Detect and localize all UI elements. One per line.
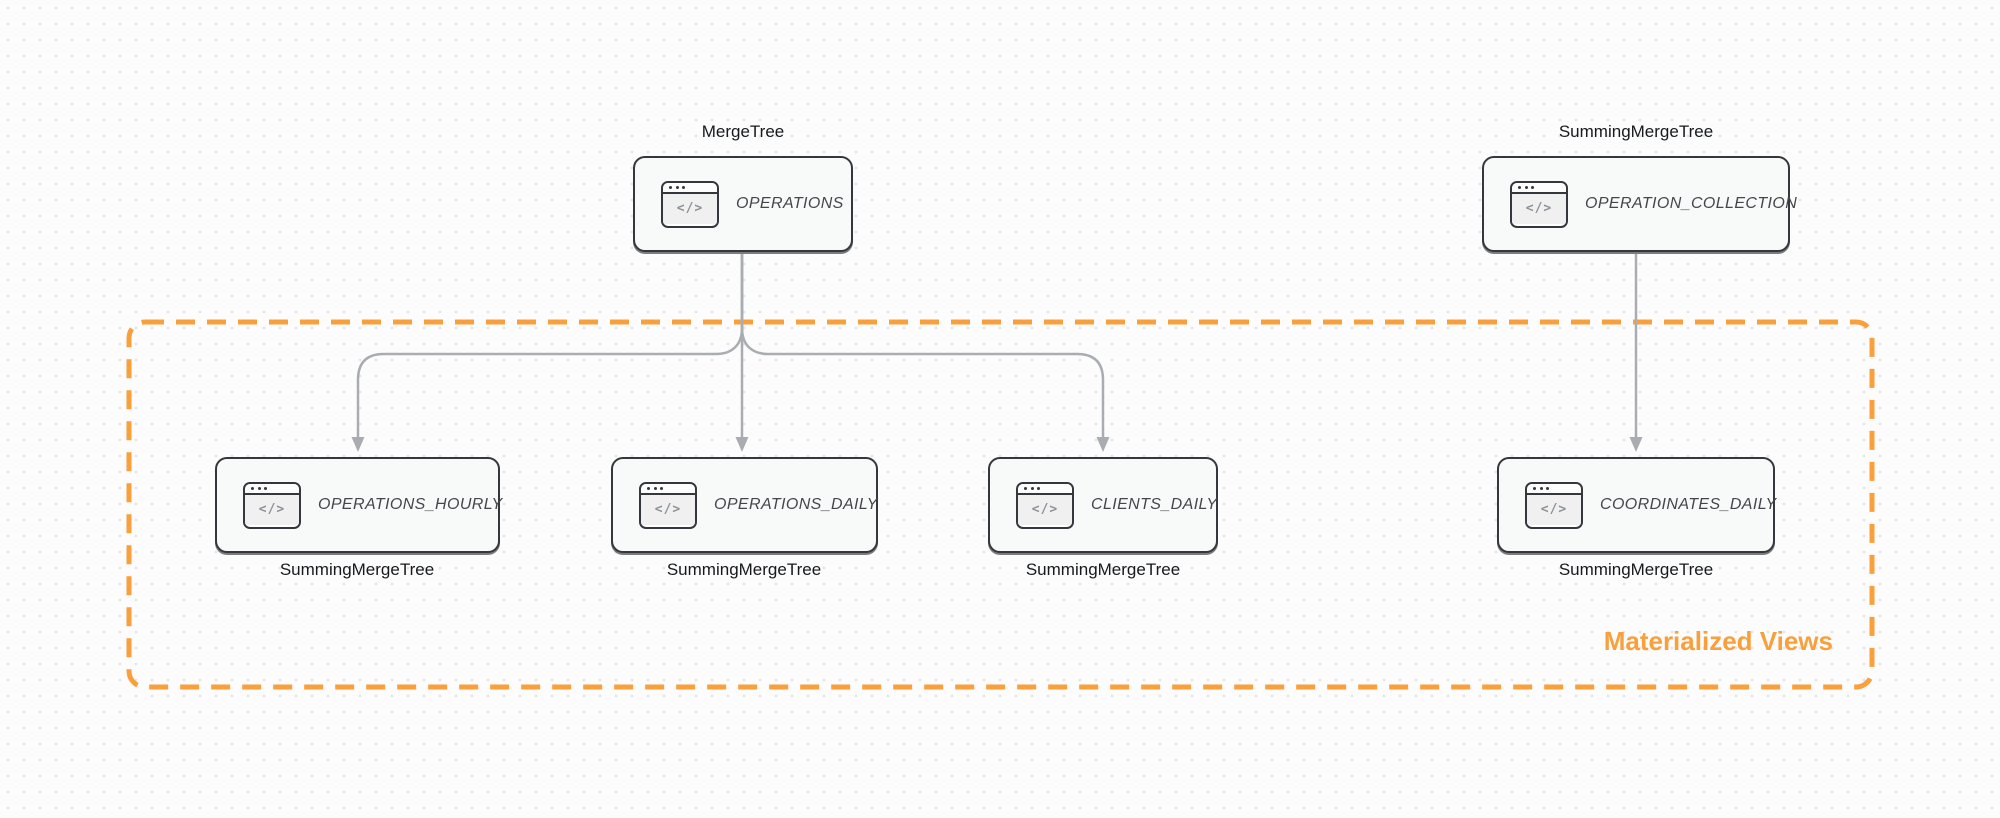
window-dot <box>1539 486 1543 490</box>
node-title: OPERATION_COLLECTION <box>1585 195 1798 212</box>
window-dot <box>1518 185 1521 189</box>
window-dot <box>264 486 267 490</box>
node-clients-daily[interactable]: </> CLIENTS_DAILY <box>988 457 1218 553</box>
code-glyph: </> <box>245 494 299 525</box>
arrow-operations-to-operations-hourly <box>356 254 744 438</box>
window-dot <box>669 185 672 189</box>
arrowhead-operations-daily <box>735 437 749 452</box>
code-glyph: </> <box>1512 193 1566 224</box>
node-title: OPERATIONS <box>736 195 844 212</box>
code-window-icon: </> <box>1510 180 1568 228</box>
window-titlebar <box>245 483 299 495</box>
engine-label-operations-daily: SummingMergeTree <box>666 560 822 579</box>
window-titlebar <box>1527 483 1581 495</box>
window-dot <box>675 185 679 189</box>
window-dot <box>1030 486 1034 490</box>
node-operations[interactable]: </> OPERATIONS <box>633 156 853 252</box>
code-glyph: </> <box>1018 494 1072 525</box>
group-label: Materialized Views <box>1603 626 1833 656</box>
code-window-icon: </> <box>661 180 719 228</box>
node-operation-collection[interactable]: </> OPERATION_COLLECTION <box>1482 156 1797 252</box>
code-window-icon: </> <box>243 481 301 529</box>
window-dot <box>660 486 663 490</box>
code-window-icon: </> <box>1525 481 1583 529</box>
window-dot <box>1546 486 1549 490</box>
arrow-operations-to-clients-daily <box>740 254 1105 438</box>
window-dot <box>1037 486 1040 490</box>
code-glyph: </> <box>641 494 695 525</box>
window-titlebar <box>641 483 695 495</box>
window-titlebar <box>1018 483 1072 495</box>
node-title: OPERATIONS_DAILY <box>714 496 878 513</box>
engine-label-operations-hourly: SummingMergeTree <box>279 560 435 579</box>
window-titlebar <box>663 182 717 194</box>
engine-label-operation-collection: SummingMergeTree <box>1558 122 1714 141</box>
node-operations-hourly[interactable]: </> OPERATIONS_HOURLY <box>215 457 503 553</box>
window-dot <box>1531 185 1534 189</box>
window-dot <box>1524 185 1528 189</box>
engine-label-operations: MergeTree <box>701 122 785 141</box>
node-title: COORDINATES_DAILY <box>1600 496 1777 513</box>
window-dot <box>682 185 685 189</box>
code-window-icon: </> <box>1016 481 1074 529</box>
code-glyph: </> <box>663 193 717 224</box>
window-dot <box>257 486 261 490</box>
window-dot <box>647 486 650 490</box>
arrowhead-operations-hourly <box>351 437 365 452</box>
node-title: OPERATIONS_HOURLY <box>318 496 503 513</box>
window-dot <box>1024 486 1027 490</box>
engine-label-coordinates-daily: SummingMergeTree <box>1558 560 1714 579</box>
code-glyph: </> <box>1527 494 1581 525</box>
code-window-icon: </> <box>639 481 697 529</box>
window-titlebar <box>1512 182 1566 194</box>
arrowhead-clients-daily <box>1096 437 1110 452</box>
window-dot <box>1533 486 1536 490</box>
node-coordinates-daily[interactable]: </> COORDINATES_DAILY <box>1497 457 1777 553</box>
arrowhead-coordinates-daily <box>1629 437 1643 452</box>
node-operations-daily[interactable]: </> OPERATIONS_DAILY <box>611 457 878 553</box>
window-dot <box>653 486 657 490</box>
engine-label-clients-daily: SummingMergeTree <box>1025 560 1181 579</box>
node-title: CLIENTS_DAILY <box>1091 496 1218 513</box>
window-dot <box>251 486 254 490</box>
